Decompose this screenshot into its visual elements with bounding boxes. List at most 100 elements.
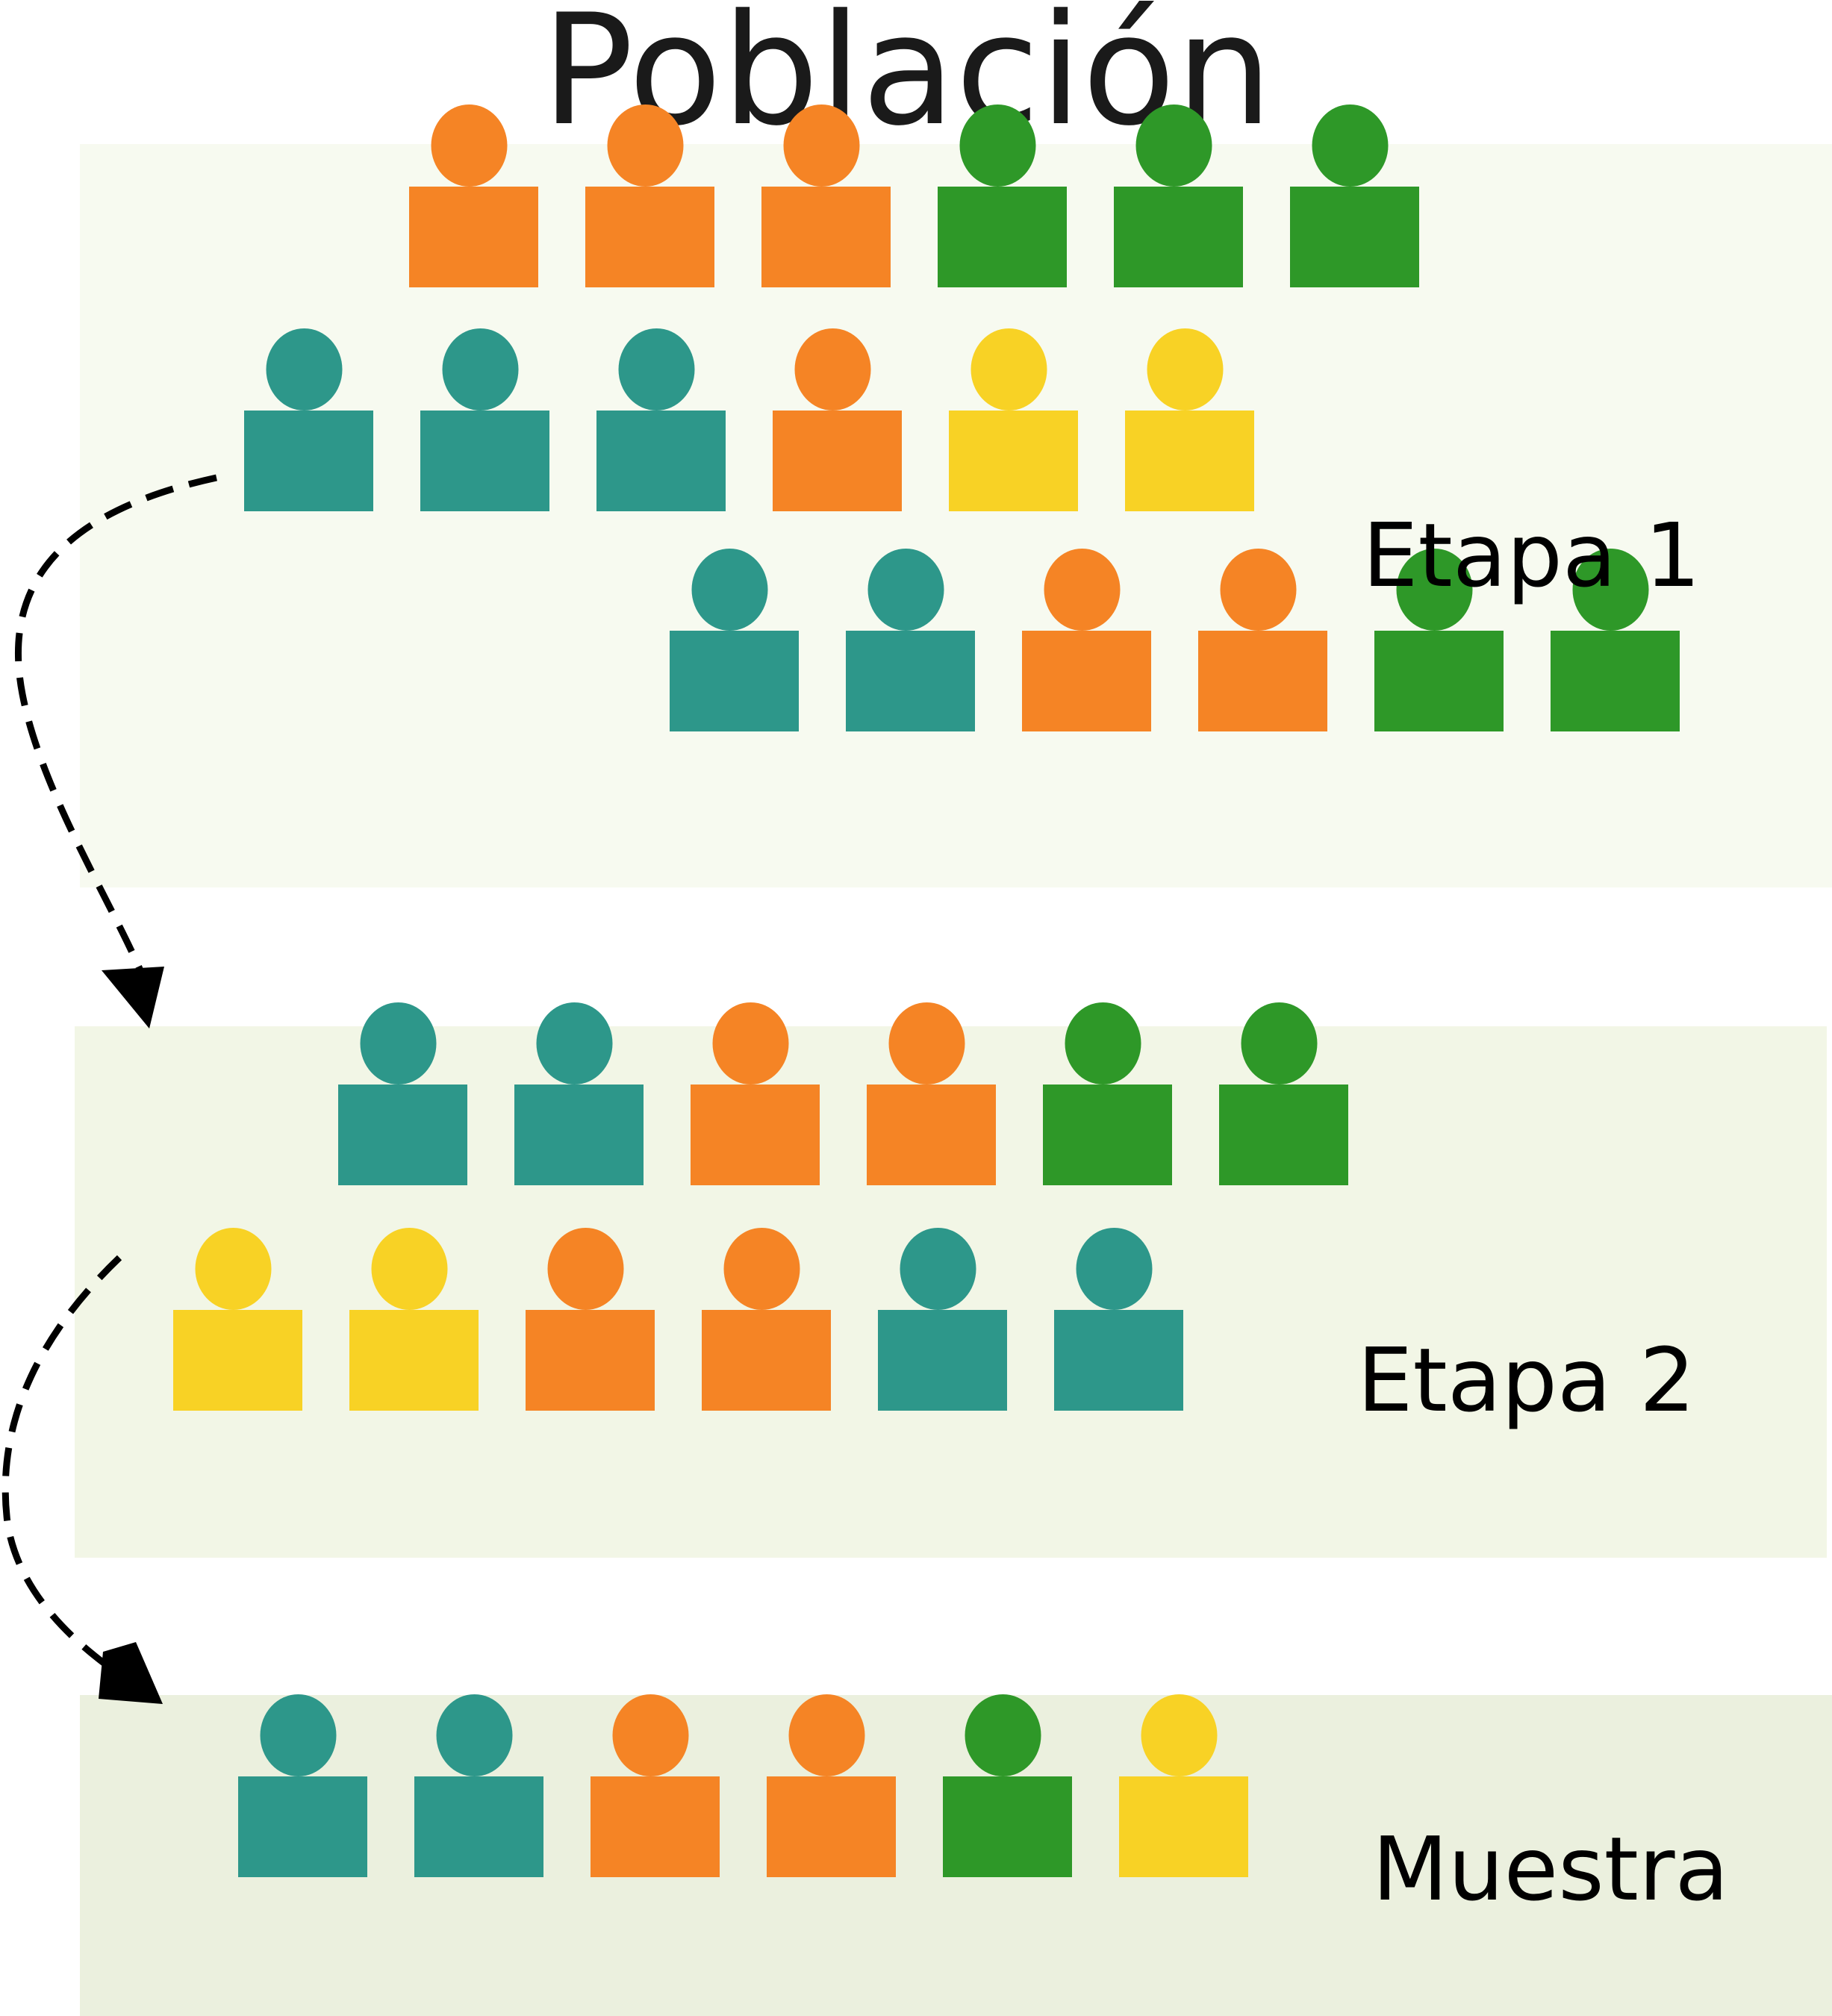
- person-head: [1065, 1002, 1141, 1085]
- person-body: [1114, 187, 1243, 287]
- person-icon: [526, 1228, 655, 1411]
- person-icon: [420, 328, 549, 511]
- person-body: [238, 1776, 367, 1877]
- person-head: [794, 328, 871, 411]
- person-body: [1290, 187, 1419, 287]
- arrowhead-stage-2-to-sample: [99, 1642, 163, 1704]
- person-head: [712, 1002, 789, 1085]
- person-head: [260, 1694, 337, 1776]
- person-body: [1198, 631, 1327, 731]
- person-body: [1022, 631, 1151, 731]
- person-icon: [338, 1002, 467, 1185]
- person-icon: [591, 1694, 720, 1877]
- person-head: [442, 328, 519, 411]
- person-icon: [514, 1002, 644, 1185]
- person-head: [1044, 549, 1121, 631]
- person-head: [900, 1228, 976, 1310]
- person-body: [867, 1085, 996, 1185]
- person-body: [409, 187, 538, 287]
- arrow-stage-2-to-sample: [1, 1255, 129, 1682]
- person-body: [338, 1085, 467, 1185]
- person-head: [867, 549, 944, 631]
- person-icon: [1022, 549, 1151, 731]
- person-head: [1312, 104, 1389, 187]
- person-body: [585, 187, 714, 287]
- person-icon: [767, 1694, 896, 1877]
- person-icon: [1114, 104, 1243, 287]
- person-head: [436, 1694, 513, 1776]
- person-head: [195, 1228, 272, 1310]
- person-icon: [1043, 1002, 1172, 1185]
- person-body: [1119, 1776, 1248, 1877]
- person-icon: [596, 328, 726, 511]
- stage-1-label: Etapa 1: [1362, 504, 1701, 607]
- person-head: [723, 1228, 800, 1310]
- person-head: [788, 1694, 865, 1776]
- person-icon: [585, 104, 714, 287]
- person-icon: [867, 1002, 996, 1185]
- person-head: [959, 104, 1036, 187]
- person-icon: [173, 1228, 302, 1411]
- person-icon: [773, 328, 902, 511]
- person-body: [1125, 411, 1254, 511]
- person-icon: [846, 549, 975, 731]
- person-head: [1141, 1694, 1218, 1776]
- person-head: [547, 1228, 624, 1310]
- person-icon: [670, 549, 799, 731]
- person-body: [773, 411, 902, 511]
- person-body: [702, 1310, 831, 1411]
- person-icon: [409, 104, 538, 287]
- person-head: [1572, 549, 1649, 631]
- arrow-stage-1-to-2: [15, 474, 217, 976]
- person-body: [949, 411, 1078, 511]
- person-body: [591, 1776, 720, 1877]
- person-icon: [943, 1694, 1072, 1877]
- person-head: [360, 1002, 437, 1085]
- person-icon: [238, 1694, 367, 1877]
- person-head: [965, 1694, 1041, 1776]
- person-icon: [1551, 549, 1680, 731]
- person-body: [1374, 631, 1504, 731]
- person-body: [878, 1310, 1007, 1411]
- person-head: [536, 1002, 613, 1085]
- person-icon: [1119, 1694, 1248, 1877]
- person-body: [596, 411, 726, 511]
- person-body: [173, 1310, 302, 1411]
- person-body: [938, 187, 1067, 287]
- person-body: [1043, 1085, 1172, 1185]
- arrowhead-stage-1-to-2: [102, 967, 164, 1029]
- person-body: [670, 631, 799, 731]
- person-body: [420, 411, 549, 511]
- person-icon: [1198, 549, 1327, 731]
- person-head: [612, 1694, 689, 1776]
- person-head: [1147, 328, 1224, 411]
- person-icon: [1125, 328, 1254, 511]
- person-body: [244, 411, 373, 511]
- person-head: [1135, 104, 1212, 187]
- person-body: [1219, 1085, 1348, 1185]
- person-head: [431, 104, 508, 187]
- person-icon: [1290, 104, 1419, 287]
- person-icon: [1054, 1228, 1183, 1411]
- person-body: [691, 1085, 820, 1185]
- person-body: [1551, 631, 1680, 731]
- person-icon: [244, 328, 373, 511]
- person-icon: [414, 1694, 543, 1877]
- person-icon: [702, 1228, 831, 1411]
- person-body: [414, 1776, 543, 1877]
- person-head: [1396, 549, 1473, 631]
- person-icon: [1219, 1002, 1348, 1185]
- people-icons: [173, 104, 1680, 1877]
- stage-2-label: Etapa 2: [1357, 1329, 1695, 1432]
- person-head: [266, 328, 343, 411]
- person-icon: [761, 104, 891, 287]
- person-head: [970, 328, 1047, 411]
- sample-label: Muestra: [1372, 1817, 1729, 1920]
- person-head: [607, 104, 684, 187]
- person-body: [767, 1776, 896, 1877]
- person-body: [349, 1310, 479, 1411]
- person-head: [618, 328, 695, 411]
- person-head: [888, 1002, 965, 1085]
- person-icon: [938, 104, 1067, 287]
- person-icon: [1374, 549, 1504, 731]
